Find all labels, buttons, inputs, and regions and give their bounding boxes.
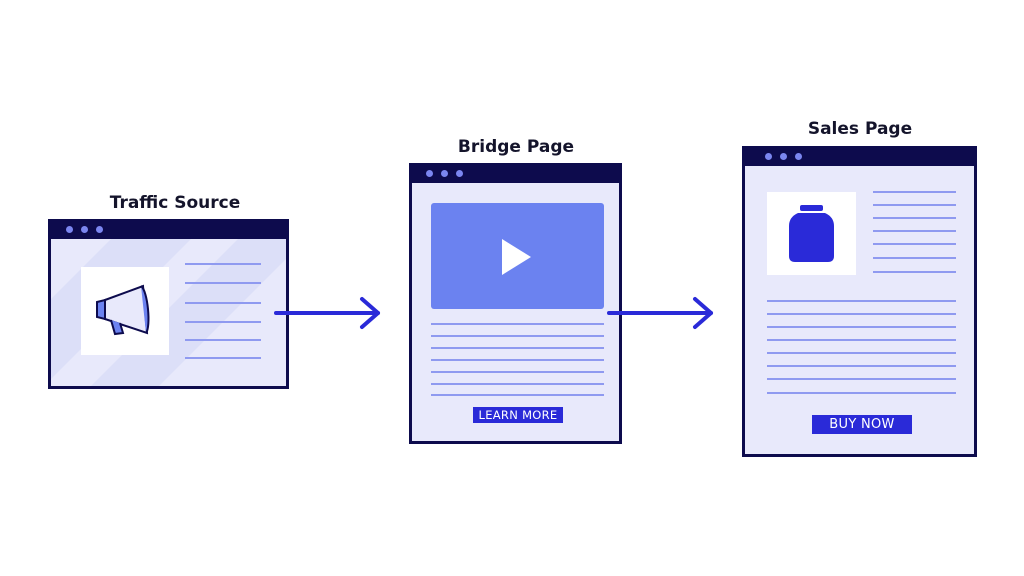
flow-arrow (607, 297, 713, 329)
flow-arrow (274, 297, 380, 329)
text-line (767, 365, 956, 367)
window-dot (780, 153, 787, 160)
sales-page-title: Sales Page (807, 119, 913, 139)
window-dot (441, 170, 448, 177)
text-line (767, 339, 956, 341)
play-icon[interactable] (431, 203, 604, 309)
window-dot (426, 170, 433, 177)
text-line (873, 230, 956, 232)
text-line (431, 359, 604, 361)
window-dot (795, 153, 802, 160)
text-line (767, 326, 956, 328)
window-title-bar (412, 163, 619, 183)
bridge-page-body: LEARN MORE (412, 183, 619, 441)
text-line (185, 263, 261, 265)
text-line (873, 243, 956, 245)
sales-page-body: BUY NOW (745, 166, 974, 454)
text-line (873, 191, 956, 193)
megaphone-tile (81, 267, 169, 355)
text-line (185, 339, 261, 341)
text-line (767, 352, 956, 354)
text-line (185, 302, 261, 304)
text-line (873, 217, 956, 219)
traffic-source-window (48, 219, 289, 389)
product-tile (767, 192, 856, 275)
text-line (185, 282, 261, 284)
text-line (767, 300, 956, 302)
text-line (431, 394, 604, 396)
traffic-source-title: Traffic Source (109, 193, 241, 213)
window-dot (81, 226, 88, 233)
text-line (767, 313, 956, 315)
text-line (431, 323, 604, 325)
jar-icon (789, 205, 834, 262)
window-dot (66, 226, 73, 233)
traffic-source-page (51, 239, 286, 386)
sales-page-window: BUY NOW (742, 146, 977, 457)
text-line (767, 392, 956, 394)
window-dot (765, 153, 772, 160)
text-line (873, 271, 956, 273)
window-title-bar (51, 219, 286, 239)
text-line (873, 204, 956, 206)
window-dot (456, 170, 463, 177)
bridge-page-title: Bridge Page (457, 137, 575, 157)
text-line (431, 371, 604, 373)
text-line (431, 335, 604, 337)
learn-more-button[interactable]: LEARN MORE (473, 407, 563, 423)
text-line (767, 378, 956, 380)
window-dot (96, 226, 103, 233)
video-player[interactable] (431, 203, 604, 309)
text-line (185, 321, 261, 323)
bridge-page-window: LEARN MORE (409, 163, 622, 444)
text-line (185, 357, 261, 359)
window-title-bar (745, 146, 974, 166)
megaphone-icon (96, 284, 150, 336)
text-line (873, 257, 956, 259)
text-line (431, 383, 604, 385)
buy-now-button[interactable]: BUY NOW (812, 415, 912, 434)
text-line (431, 347, 604, 349)
